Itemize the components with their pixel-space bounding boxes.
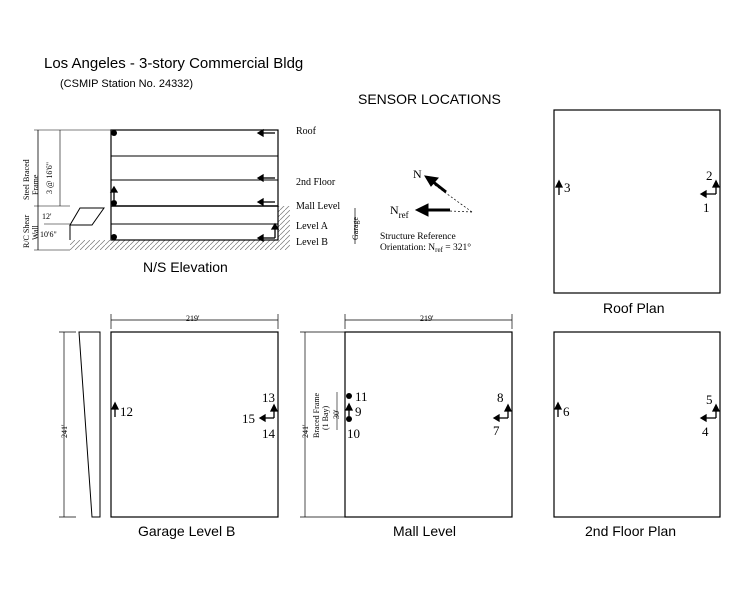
garage-shear-wall <box>78 331 101 518</box>
sensor-label-2: 2 <box>706 168 713 183</box>
sensor-label-3: 3 <box>564 180 571 195</box>
orientation-diagram: N Nref Structure Reference Orientation: … <box>380 167 473 254</box>
elevation-sensor-dot <box>111 234 117 240</box>
bay-dimension: 30' <box>332 409 341 419</box>
section-heading: SENSOR LOCATIONS <box>358 91 501 107</box>
garage-depth-dimension: 241' <box>60 424 69 438</box>
diagram-subtitle: (CSMIP Station No. 24332) <box>60 78 193 90</box>
sensor-label-4: 4 <box>702 424 709 439</box>
garage-plan-caption: Garage Level B <box>138 523 235 539</box>
floor-label-level-b: Level B <box>296 237 328 248</box>
elevation-sensor-dot <box>111 200 117 206</box>
retaining-wall-hatch <box>278 206 290 240</box>
sensor-label-5: 5 <box>706 392 713 407</box>
dimension-10ft6in: 10'6" <box>40 230 57 239</box>
mall-plan-outline <box>344 331 513 518</box>
garage-plan-outline <box>110 331 279 518</box>
elevation-caption: N/S Elevation <box>143 259 228 275</box>
floor-label-roof: Roof <box>296 126 317 137</box>
mall-sensor-dot <box>346 416 352 422</box>
orientation-caption-line2: Orientation: Nref = 321° <box>380 242 471 254</box>
ns-elevation: Roof 2nd Floor Mall Level Level A Level … <box>22 126 360 275</box>
shear-wall-wedge <box>69 207 105 226</box>
sensor-label-13: 13 <box>262 390 275 405</box>
steel-frame-label-line1: Steel Braced <box>22 159 31 200</box>
sensor-label-15: 15 <box>242 411 255 426</box>
bay-count-label: (1 Bay) <box>321 405 330 430</box>
sensor-label-7: 7 <box>493 423 500 438</box>
mall-depth-dimension: 241' <box>301 424 310 438</box>
mall-width-dimension: 219' <box>420 314 434 323</box>
braced-frame-label: Braced Frame <box>312 392 321 438</box>
steel-frame-dimension: 3 @ 16'6" <box>45 162 54 194</box>
ground-hatch <box>70 240 290 250</box>
mall-plan-caption: Mall Level <box>393 523 456 539</box>
sensor-label-1: 1 <box>703 200 710 215</box>
north-label: N <box>413 167 422 181</box>
floor-label-2nd: 2nd Floor <box>296 177 336 188</box>
sensor-label-14: 14 <box>262 426 276 441</box>
roof-plan-outline <box>553 109 721 294</box>
nref-label: Nref <box>390 203 409 220</box>
garage-label: Garage <box>351 216 360 240</box>
elevation-sensor-dot <box>111 130 117 136</box>
shear-wall-label-line2: Wall <box>31 224 40 240</box>
shear-wall-label-line1: R/C Shear <box>22 215 31 248</box>
sensor-label-8: 8 <box>497 390 504 405</box>
diagram-title: Los Angeles - 3-story Commercial Bldg <box>44 55 303 72</box>
sensor-label-12: 12 <box>120 404 133 419</box>
nref-arrow-icon <box>414 203 429 217</box>
sensor-label-10: 10 <box>347 426 360 441</box>
roof-plan: 3 2 1 Roof Plan <box>553 109 721 316</box>
sensor-label-6: 6 <box>563 404 570 419</box>
north-arrow-icon <box>424 175 439 187</box>
second-floor-plan-outline <box>553 331 721 518</box>
mall-level-plan: 219' 241' Braced Frame (1 Bay) 30' 11 9 … <box>300 314 513 539</box>
garage-level-plan: 219' 241' 12 13 14 15 Garage Level B <box>59 314 279 539</box>
orientation-caption-line1: Structure Reference <box>380 231 456 242</box>
roof-plan-caption: Roof Plan <box>603 300 664 316</box>
floor-label-mall: Mall Level <box>296 201 340 212</box>
second-floor-plan-caption: 2nd Floor Plan <box>585 523 676 539</box>
floor-label-level-a: Level A <box>296 221 329 232</box>
dimension-12ft: 12' <box>42 212 52 221</box>
building-outline <box>110 129 279 241</box>
mall-sensor-dot <box>346 393 352 399</box>
sensor-label-11: 11 <box>355 389 368 404</box>
garage-width-dimension: 219' <box>186 314 200 323</box>
second-floor-plan: 6 5 4 2nd Floor Plan <box>553 331 721 539</box>
steel-frame-label-line2: Frame <box>31 174 40 195</box>
sensor-label-9: 9 <box>355 404 362 419</box>
